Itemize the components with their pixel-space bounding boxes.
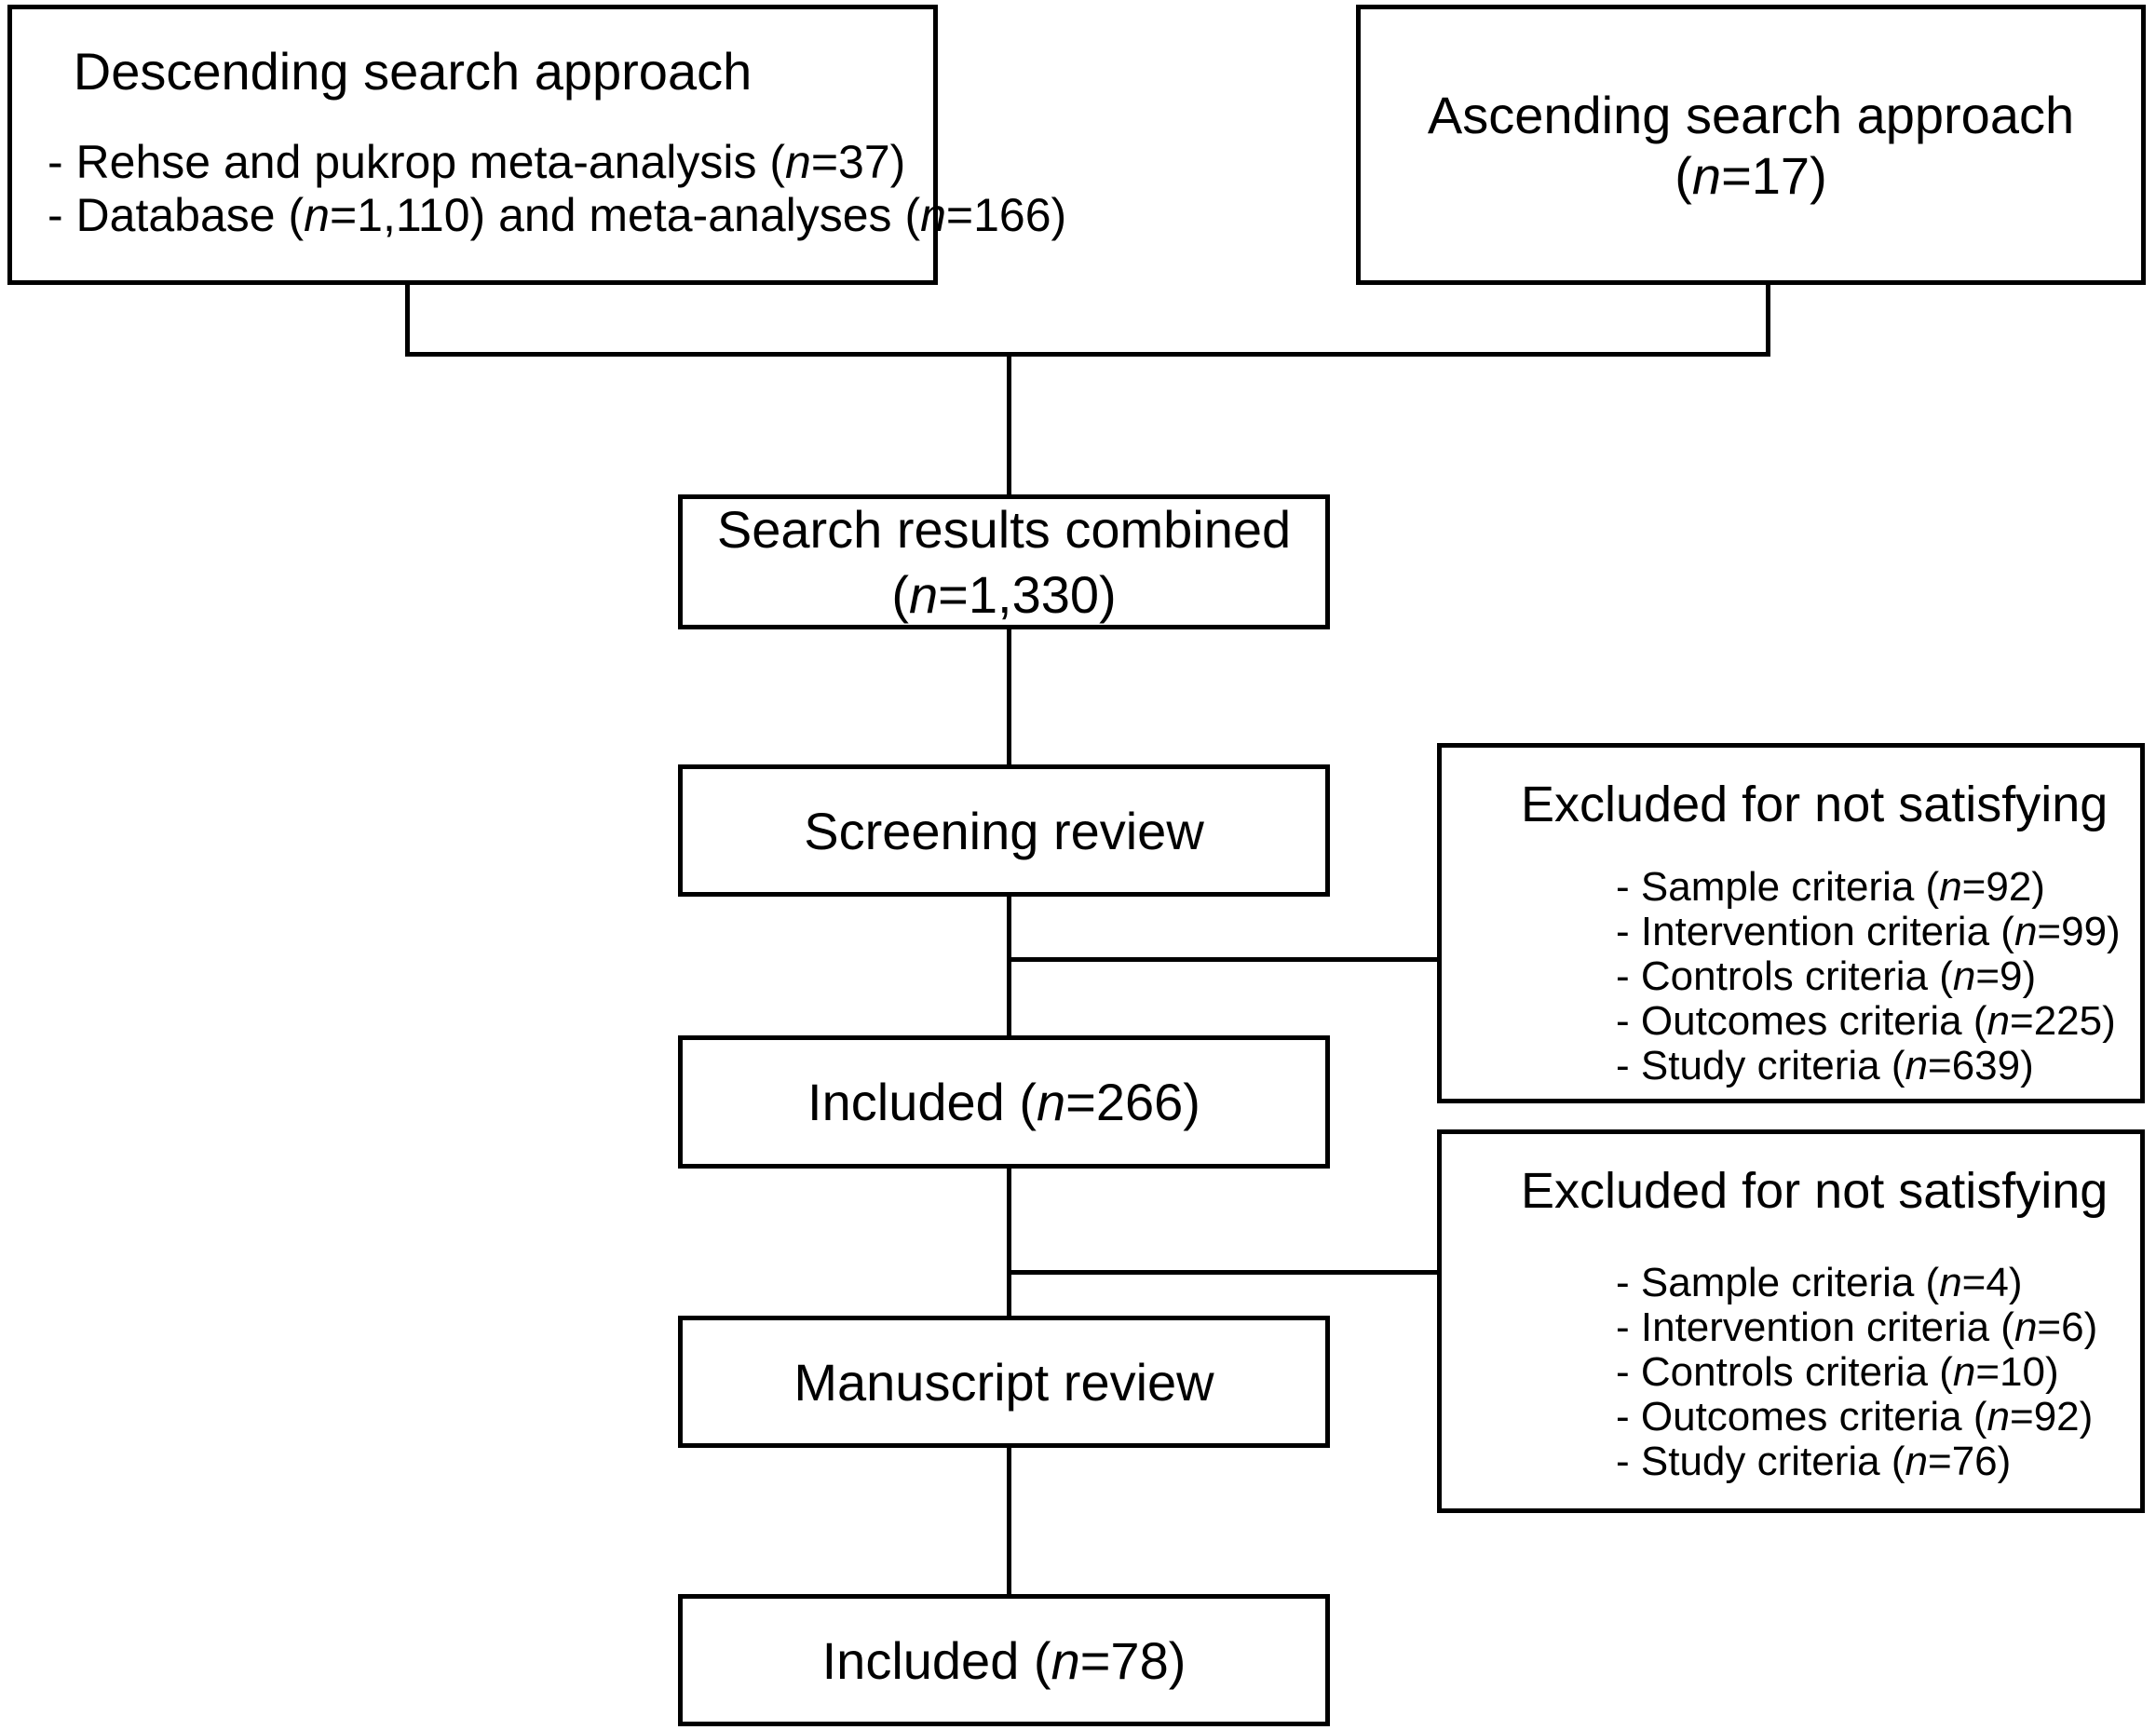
branch-excluded-2-line bbox=[1010, 1270, 1439, 1275]
descending-title: Descending search approach bbox=[73, 42, 753, 101]
connector-merge-line bbox=[405, 352, 1770, 357]
box-manuscript-review: Manuscript review bbox=[678, 1316, 1330, 1448]
excluded-2-items: - Sample criteria (n=4) - Intervention c… bbox=[1616, 1261, 2140, 1484]
box-search-results-combined: Search results combined (n=1,330) bbox=[678, 494, 1330, 629]
screening-label: Screening review bbox=[804, 801, 1204, 860]
ascending-label: Ascending search approach (n=17) bbox=[1427, 85, 2075, 205]
included-266-label: Included (n=266) bbox=[807, 1073, 1200, 1131]
connector-screening-to-included bbox=[1007, 895, 1011, 1037]
excluded-item: - Controls criteria (n=10) bbox=[1616, 1349, 2059, 1395]
descending-item: - Database (n=1,110) and meta-analyses (… bbox=[47, 189, 1067, 241]
box-screening-review: Screening review bbox=[678, 764, 1330, 897]
excluded-1-title: Excluded for not satisfying bbox=[1521, 777, 2109, 832]
box-included-78: Included (n=78) bbox=[678, 1594, 1330, 1726]
connector-descending-stub bbox=[405, 285, 410, 357]
excluded-item: - Sample criteria (n=92) bbox=[1616, 864, 2045, 910]
manuscript-label: Manuscript review bbox=[793, 1352, 1214, 1412]
connector-manuscript-to-included bbox=[1007, 1445, 1011, 1596]
connector-included-to-manuscript bbox=[1007, 1167, 1011, 1318]
descending-item: - Rehse and pukrop meta-analysis (n=37) bbox=[47, 136, 906, 188]
excluded-item: - Study criteria (n=76) bbox=[1616, 1439, 2012, 1484]
branch-excluded-1-line bbox=[1010, 957, 1439, 962]
box-included-266: Included (n=266) bbox=[678, 1035, 1330, 1169]
excluded-item: - Outcomes criteria (n=92) bbox=[1616, 1394, 2094, 1439]
excluded-2-title: Excluded for not satisfying bbox=[1521, 1163, 2109, 1219]
excluded-item: - Controls criteria (n=9) bbox=[1616, 953, 2037, 999]
excluded-1-items: - Sample criteria (n=92) - Intervention … bbox=[1616, 865, 2140, 1088]
excluded-item: - Sample criteria (n=4) bbox=[1616, 1260, 2023, 1305]
connector-combined-to-screening bbox=[1007, 628, 1011, 766]
box-ascending-search-approach: Ascending search approach (n=17) bbox=[1356, 5, 2146, 285]
excluded-item: - Intervention criteria (n=99) bbox=[1616, 909, 2121, 954]
excluded-item: - Study criteria (n=639) bbox=[1616, 1043, 2034, 1088]
search-results-line1: Search results combined bbox=[716, 499, 1292, 559]
excluded-item: - Intervention criteria (n=6) bbox=[1616, 1304, 2098, 1350]
excluded-item: - Outcomes criteria (n=225) bbox=[1616, 998, 2116, 1044]
search-results-line2: (n=1,330) bbox=[891, 564, 1117, 624]
box-excluded-screening: Excluded for not satisfying - Sample cri… bbox=[1437, 743, 2145, 1103]
connector-merge-drop bbox=[1007, 357, 1011, 496]
box-excluded-manuscript: Excluded for not satisfying - Sample cri… bbox=[1437, 1129, 2145, 1513]
box-descending-search-approach: Descending search approach - Rehse and p… bbox=[7, 5, 1066, 285]
connector-ascending-stub bbox=[1766, 285, 1770, 357]
descending-items: - Rehse and pukrop meta-analysis (n=37) … bbox=[47, 136, 1066, 242]
included-78-label: Included (n=78) bbox=[821, 1630, 1186, 1690]
